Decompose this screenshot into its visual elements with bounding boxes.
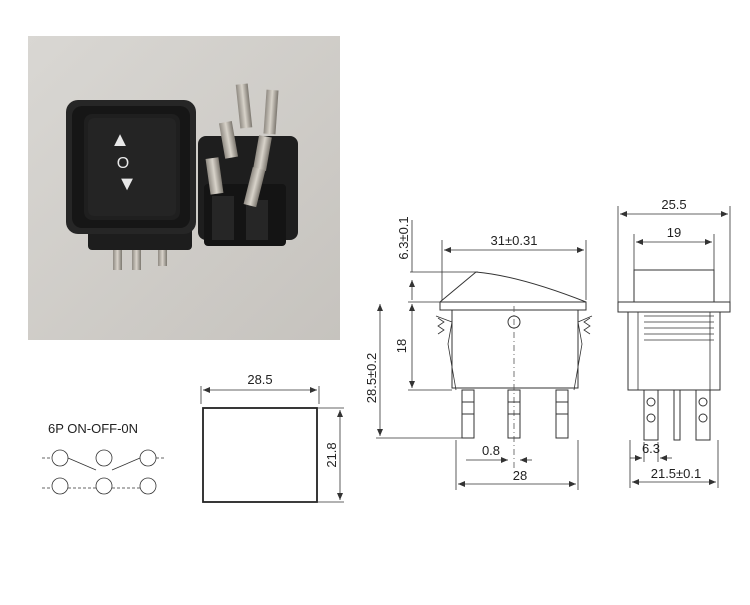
switch-rear-view (198, 83, 298, 246)
end-outer-width-label: 25.5 (661, 197, 686, 212)
body-height-label: 18 (394, 339, 409, 353)
switch-front-view: ▲ O ▼ (66, 100, 196, 270)
product-photo: ▲ O ▼ (28, 36, 340, 340)
end-terminal-width-label: 6.3 (642, 441, 660, 456)
panel-cutout-view: 28.5 21.8 (200, 372, 344, 503)
side-view-drawing: 31±0.31 6.3 (364, 216, 593, 490)
total-height-label: 28.5±0.2 (364, 353, 379, 404)
side-top-width-label: 31±0.31 (491, 233, 538, 248)
terminal-gap-label: 0.8 (482, 443, 500, 458)
schematic-title: 6P ON-OFF-0N (48, 421, 138, 436)
end-view-drawing: 25.5 19 6.3 (617, 197, 731, 488)
cutout-width-label: 28.5 (247, 372, 272, 387)
arrow-up-icon: ▲ (110, 129, 130, 151)
rocker-height-label: 6.3±0.1 (396, 216, 411, 259)
off-symbol-icon: O (117, 155, 129, 172)
end-base-width-label: 21.5±0.1 (651, 466, 702, 481)
cutout-height-label: 21.8 (324, 442, 339, 467)
arrow-down-icon: ▼ (117, 173, 137, 195)
end-inner-width-label: 19 (667, 225, 681, 240)
circuit-schematic: 6P ON-OFF-0N (42, 421, 166, 495)
side-base-width-label: 28 (513, 468, 527, 483)
